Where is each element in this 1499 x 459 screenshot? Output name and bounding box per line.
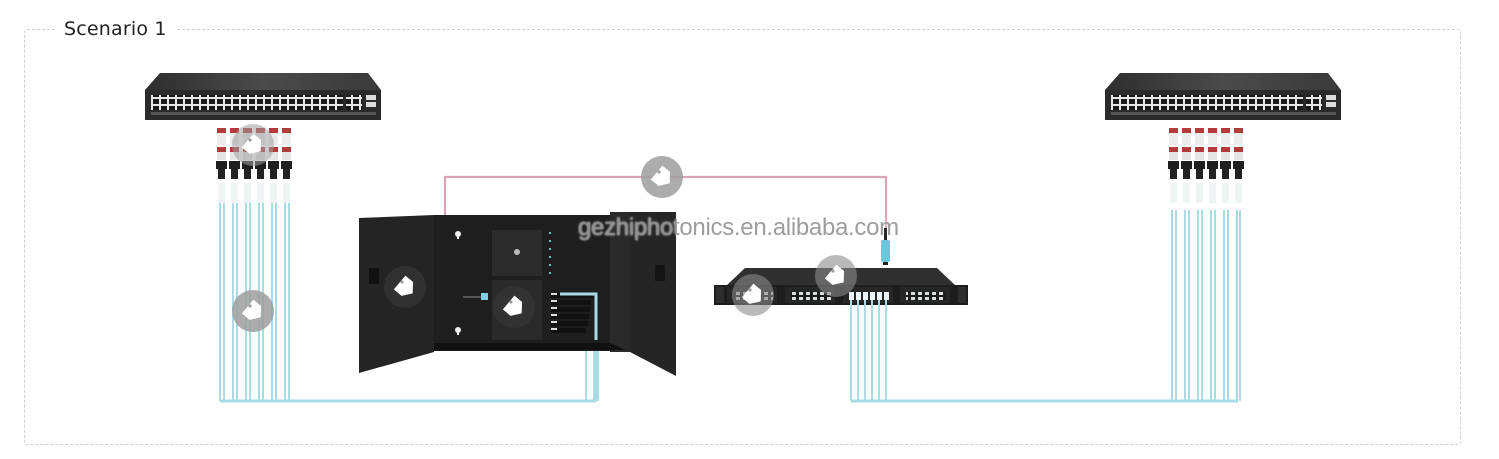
scenario-frame (24, 29, 1461, 445)
scenario-title: Scenario 1 (56, 17, 175, 41)
fiber-bundle-left (219, 203, 599, 403)
transceivers-left (216, 128, 292, 203)
tag-icon[interactable] (493, 286, 535, 328)
tag-icon[interactable] (232, 290, 274, 332)
tag-icon[interactable] (232, 124, 274, 166)
tag-icon[interactable] (732, 274, 774, 316)
switch-right (1105, 73, 1341, 120)
transceivers-right (1168, 128, 1244, 203)
fiber-bundle-right (849, 210, 1241, 403)
switch-left (145, 73, 381, 120)
tag-icon[interactable] (384, 266, 426, 308)
tag-icon[interactable] (641, 156, 683, 198)
tag-icon[interactable] (815, 255, 857, 297)
